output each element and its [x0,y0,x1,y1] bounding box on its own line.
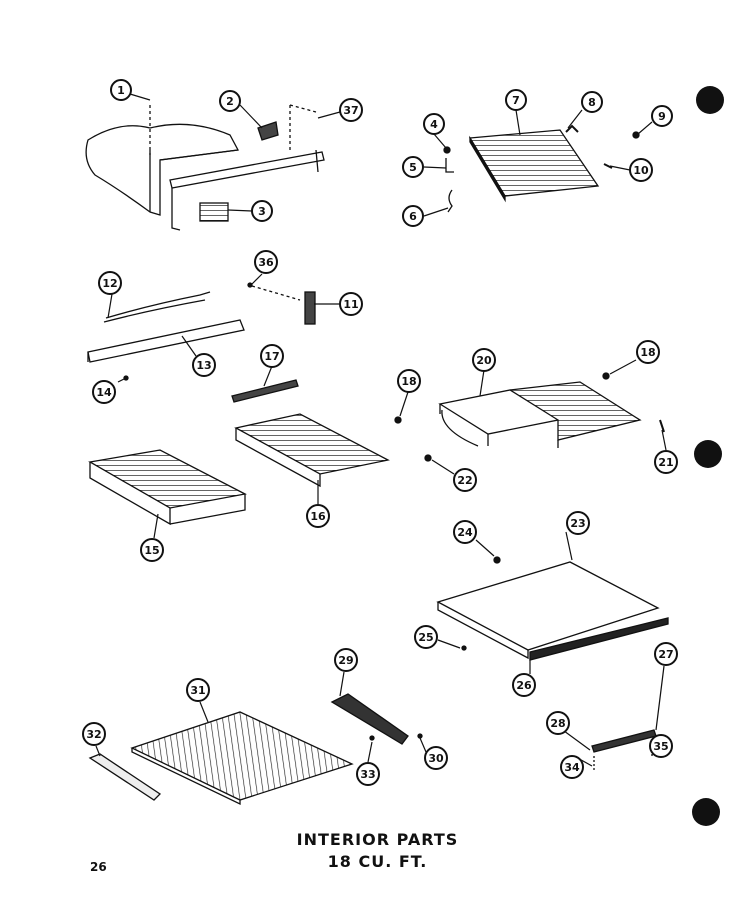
callout-29: 29 [334,648,358,672]
svg-text:16: 16 [310,510,326,523]
callout-17: 17 [260,344,284,368]
svg-text:36: 36 [258,256,274,269]
callout-11: 11 [339,292,363,316]
shelf-15 [88,449,247,509]
callout-28: 28 [546,711,570,735]
svg-text:33: 33 [360,768,375,781]
svg-text:35: 35 [653,740,668,753]
callout-6: 6 [402,205,424,227]
svg-text:14: 14 [96,386,112,399]
callout-25: 25 [414,625,438,649]
svg-text:21: 21 [658,456,673,469]
svg-text:1: 1 [117,84,125,97]
part-drawings [85,104,669,806]
callout-31: 31 [186,678,210,702]
callout-13: 13 [192,353,216,377]
page-number: 26 [90,860,107,874]
svg-text:9: 9 [658,110,666,123]
shelf-7 [468,129,600,197]
rail-bracket [169,151,325,189]
callout-24: 24 [453,520,477,544]
callout-37: 37 [339,98,363,122]
callout-12: 12 [98,271,122,295]
svg-text:27: 27 [658,648,673,661]
panel-23 [436,561,660,651]
svg-text:18: 18 [640,346,655,359]
callout-26: 26 [512,673,536,697]
callout-1: 1 [110,79,132,101]
svg-text:18: 18 [401,375,416,388]
callout-18b: 18 [636,340,660,364]
callout-27: 27 [654,642,678,666]
svg-text:31: 31 [190,684,205,697]
callout-23: 23 [566,511,590,535]
callout-5: 5 [402,156,424,178]
callout-35: 35 [649,734,673,758]
callout-4: 4 [423,113,445,135]
callout-3: 3 [251,200,273,222]
callout-2: 2 [219,90,241,112]
svg-text:8: 8 [588,96,596,109]
callouts: 1 2 3 4 5 6 7 8 9 10 11 12 13 14 15 16 1… [82,79,678,786]
svg-text:28: 28 [550,717,565,730]
rail-32 [88,753,162,801]
svg-text:4: 4 [430,118,438,131]
svg-text:23: 23 [570,517,585,530]
svg-text:20: 20 [476,354,492,367]
callout-32: 32 [82,722,106,746]
svg-text:10: 10 [633,164,649,177]
callout-16: 16 [306,504,330,528]
callout-8: 8 [581,91,603,113]
callout-7: 7 [505,89,527,111]
svg-text:5: 5 [409,161,417,174]
bar-29 [330,693,409,745]
callout-21: 21 [654,450,678,474]
bar-13 [87,319,245,363]
svg-text:7: 7 [512,94,520,107]
svg-text:32: 32 [86,728,101,741]
bar-27 [591,729,657,753]
svg-text:30: 30 [428,752,444,765]
svg-text:22: 22 [457,474,472,487]
callout-30: 30 [424,746,448,770]
callout-10: 10 [629,158,653,182]
callout-36: 36 [254,250,278,274]
callout-33: 33 [356,762,380,786]
binder-holes [692,86,724,826]
svg-text:29: 29 [338,654,353,667]
svg-text:25: 25 [418,631,433,644]
svg-text:34: 34 [564,761,580,774]
svg-text:6: 6 [409,210,417,223]
callout-14: 14 [92,380,116,404]
callout-22: 22 [453,468,477,492]
shelf-16 [234,413,390,475]
svg-text:3: 3 [258,205,266,218]
svg-text:13: 13 [196,359,211,372]
callout-18a: 18 [397,369,421,393]
svg-text:12: 12 [102,277,117,290]
callout-9: 9 [651,105,673,127]
svg-text:24: 24 [457,526,473,539]
callout-20: 20 [472,348,496,372]
callout-15: 15 [140,538,164,562]
svg-text:37: 37 [343,104,358,117]
svg-text:2: 2 [226,95,234,108]
callout-34: 34 [560,755,584,779]
svg-text:15: 15 [144,544,159,557]
svg-text:11: 11 [343,298,358,311]
cabinet-corner [85,123,240,216]
svg-text:26: 26 [516,679,532,692]
shelf-31 [130,711,354,801]
svg-text:17: 17 [264,350,279,363]
diagram-title: INTERIOR PARTS [296,830,459,849]
diagram-subtitle: 18 CU. FT. [327,852,428,871]
rail-12 [105,291,211,319]
